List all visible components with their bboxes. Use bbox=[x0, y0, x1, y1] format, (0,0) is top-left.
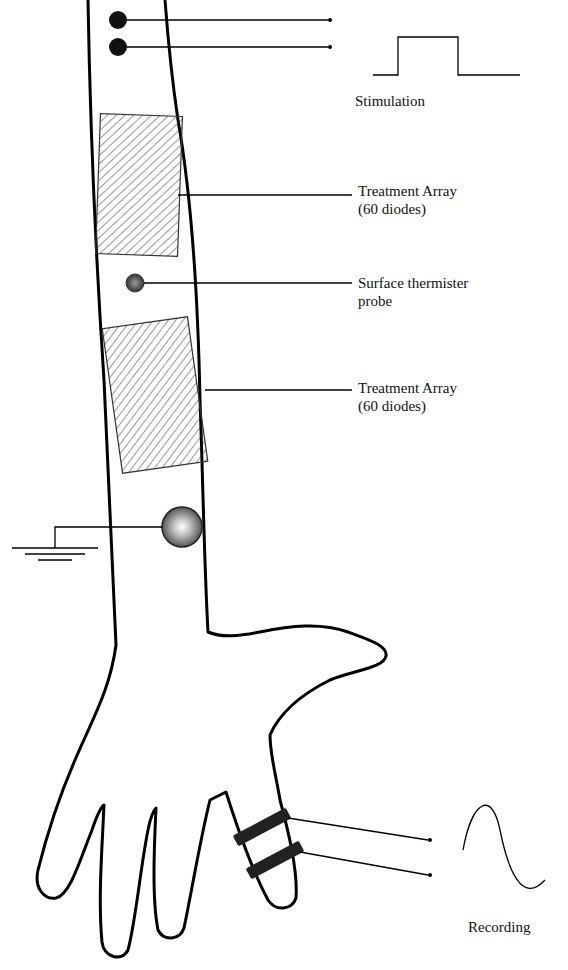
terminal bbox=[428, 838, 432, 842]
callout-label: Recording bbox=[468, 918, 563, 936]
treatment-array bbox=[96, 114, 183, 257]
ground-symbol bbox=[25, 553, 85, 554]
electrode-wire bbox=[127, 46, 328, 47]
callout-label: Stimulation bbox=[355, 92, 485, 110]
ground-wire bbox=[55, 527, 162, 548]
terminal bbox=[328, 45, 332, 49]
electrode-wire bbox=[127, 19, 328, 20]
ground-electrode bbox=[162, 507, 202, 547]
leader-line bbox=[144, 282, 352, 283]
leader-line bbox=[178, 194, 352, 195]
stimulation-electrode bbox=[109, 38, 127, 56]
leader-line bbox=[205, 389, 352, 390]
electrode-wire bbox=[300, 852, 428, 875]
ring-electrode bbox=[246, 841, 305, 880]
callout-label: Treatment Array (60 diodes) bbox=[358, 379, 470, 415]
recorded-waveform bbox=[463, 805, 545, 888]
pulse-waveform bbox=[373, 37, 520, 75]
terminal bbox=[428, 873, 432, 877]
callout-label: Treatment Array (60 diodes) bbox=[358, 182, 470, 218]
thermistor-probe bbox=[126, 274, 144, 292]
ground-symbol bbox=[38, 559, 72, 560]
electrode-wire bbox=[288, 818, 428, 840]
terminal bbox=[328, 18, 332, 22]
arm-outline bbox=[37, 0, 386, 957]
ground-symbol bbox=[12, 547, 98, 548]
callout-label: Surface thermister probe bbox=[358, 274, 498, 310]
stimulation-electrode bbox=[109, 11, 127, 29]
ring-electrode bbox=[233, 808, 292, 847]
treatment-array bbox=[102, 317, 207, 474]
